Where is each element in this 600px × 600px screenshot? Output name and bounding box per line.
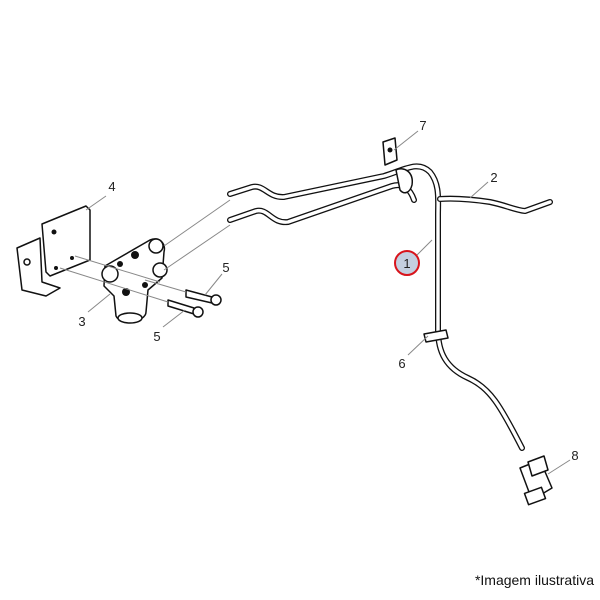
callout-label: 1 [403, 256, 410, 271]
callout-7[interactable]: 7 [419, 118, 426, 133]
clamp-7 [382, 137, 413, 194]
callout-8[interactable]: 8 [571, 448, 578, 463]
connector-8 [519, 455, 553, 506]
valve-3 [101, 238, 168, 324]
callout-1[interactable]: 1 [394, 250, 420, 276]
pipe-1 [227, 163, 525, 451]
callout-2[interactable]: 2 [490, 170, 497, 185]
callout-6[interactable]: 6 [398, 356, 405, 371]
illustrative-caption: *Imagem ilustrativa [474, 572, 594, 588]
callout-5a[interactable]: 5 [222, 260, 229, 275]
assembly-lines [59, 199, 231, 303]
bolt-5b [167, 299, 204, 318]
callout-4[interactable]: 4 [108, 179, 115, 194]
bracket-4 [16, 205, 91, 297]
pipe-2 [437, 195, 553, 214]
callout-3[interactable]: 3 [78, 314, 85, 329]
callout-leaders [85, 130, 571, 475]
callout-5b[interactable]: 5 [153, 329, 160, 344]
bolt-5a [185, 289, 222, 306]
clip-6 [423, 329, 449, 343]
